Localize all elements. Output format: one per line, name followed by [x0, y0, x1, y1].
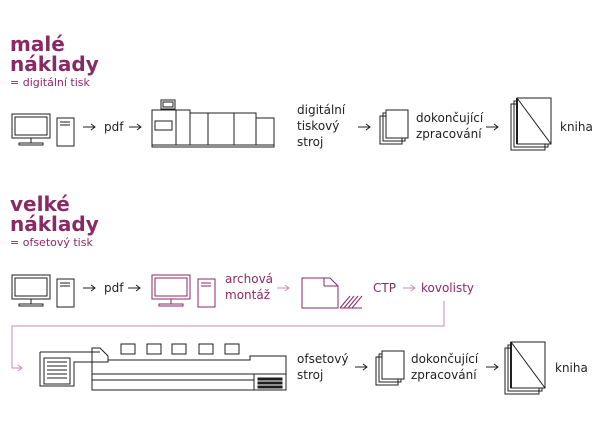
monitor-icon: [151, 274, 191, 307]
arrow-icon: [128, 123, 142, 131]
arrow-icon: [402, 284, 416, 292]
label-offset-press-line2: stroj: [297, 368, 324, 382]
label-digital-press-line3: stroj: [297, 135, 324, 149]
label-ctp: CTP: [373, 281, 396, 295]
label-book: kniha: [560, 120, 593, 134]
book-icon: [510, 97, 552, 151]
arrow-icon: [485, 363, 499, 371]
offset-press-icon: [39, 343, 287, 391]
label-imposition-line2: montáž: [225, 288, 270, 302]
title-large-runs-line1: velké: [10, 192, 70, 216]
arrow-icon: [357, 123, 371, 131]
label-pdf: pdf: [104, 281, 124, 295]
connector-line: [11, 301, 445, 372]
computer-tower-icon: [197, 278, 216, 308]
arrow-icon: [127, 284, 141, 292]
label-finishing-line2: zpracování: [416, 127, 482, 141]
label-finishing-line2: zpracování: [411, 368, 477, 382]
label-offset-press-line1: ofsetový: [297, 352, 349, 366]
label-plates: kovolisty: [421, 281, 475, 295]
title-large-runs-line2: náklady: [10, 212, 99, 236]
title-small-runs-line1: malé: [10, 32, 65, 56]
arrow-icon: [485, 123, 499, 131]
monitor-icon: [11, 113, 51, 146]
digital-press-icon: [151, 99, 275, 148]
label-pdf: pdf: [104, 120, 124, 134]
label-digital-press-line2: tiskový: [297, 119, 340, 133]
title-small-runs-line2: náklady: [10, 52, 99, 76]
paper-stack-icon: [379, 109, 409, 145]
arrow-icon: [82, 284, 96, 292]
monitor-icon: [11, 274, 51, 307]
label-digital-press-line1: digitální: [297, 103, 346, 117]
label-finishing-line1: dokončující: [411, 352, 479, 366]
arrow-icon: [354, 363, 368, 371]
label-imposition-line1: archová: [225, 272, 274, 286]
book-icon: [504, 341, 546, 395]
arrow-icon: [82, 123, 96, 131]
label-finishing-line1: dokončující: [416, 111, 484, 125]
computer-tower-icon: [56, 278, 75, 308]
subtitle-digital-print: = digitální tisk: [10, 76, 90, 89]
arrow-icon: [276, 284, 290, 292]
subtitle-offset-print: = ofsetový tisk: [10, 236, 93, 249]
paper-stack-icon: [375, 350, 405, 386]
computer-tower-icon: [56, 117, 75, 147]
label-book: kniha: [555, 361, 588, 375]
ctp-device-icon: [301, 277, 363, 309]
